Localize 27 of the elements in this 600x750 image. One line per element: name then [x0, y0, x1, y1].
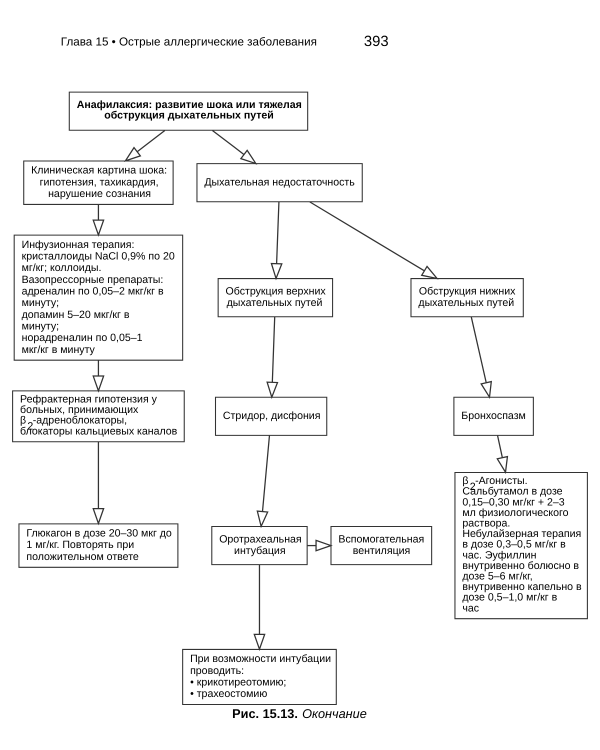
node-box: Глюкагон в дозе 20–30 мкг до 1 мг/кг. Повторять при положительном ответе: [18, 523, 178, 568]
arrow: [253, 564, 266, 652]
arrow: [256, 436, 270, 528]
node-box: Дыхательная недостаточность: [196, 163, 363, 202]
node-box: Инфузионная терапия: кристаллоиды NaCl 0,9% по 20 мг/кг; коллоиды. Вазопрессорные препараты: адреналин по 0,05–2 мкг/кг в минуту; допамин 5–20 мкг/кг в минуту; норадреналин по 0,05–1 мкг/кг в минуту: [14, 234, 184, 361]
node-box: Обструкция верхних дыхательных путей: [218, 278, 334, 318]
arrow: [92, 442, 104, 526]
arrow: [470, 316, 492, 400]
node-box: Обструкция нижних дыхательных путей: [410, 278, 524, 318]
label: 393: [364, 34, 389, 50]
arrow: [270, 202, 283, 280]
arrow: [212, 130, 258, 165]
node-box: Клиническая картина шока: гипотензия, тахикардия, нарушение сознания: [23, 160, 174, 205]
node-box: При возможности интубации проводить: • крикотиреотомию; • трахеостомию: [182, 648, 337, 706]
arrow: [124, 130, 166, 162]
node-box: Оротрахеальная интубация: [211, 526, 308, 566]
node-box: Вспомогательная вентиляция: [330, 526, 432, 566]
node-box: Анафилаксия: развитие шока или тяжелая обструкция дыхательных путей: [68, 92, 308, 131]
label: Глава 15 • Острые аллергические заболевания: [60, 35, 317, 48]
arrow: [92, 360, 104, 393]
node-box: Бронхоспазм: [453, 396, 534, 436]
node-box: Стридор, дисфония: [214, 396, 328, 436]
arrow: [496, 435, 508, 474]
arrow: [309, 201, 439, 280]
caption: Рис. 15.13. Окончание: [232, 706, 367, 721]
arrow: [92, 204, 104, 237]
arrow: [266, 316, 278, 400]
